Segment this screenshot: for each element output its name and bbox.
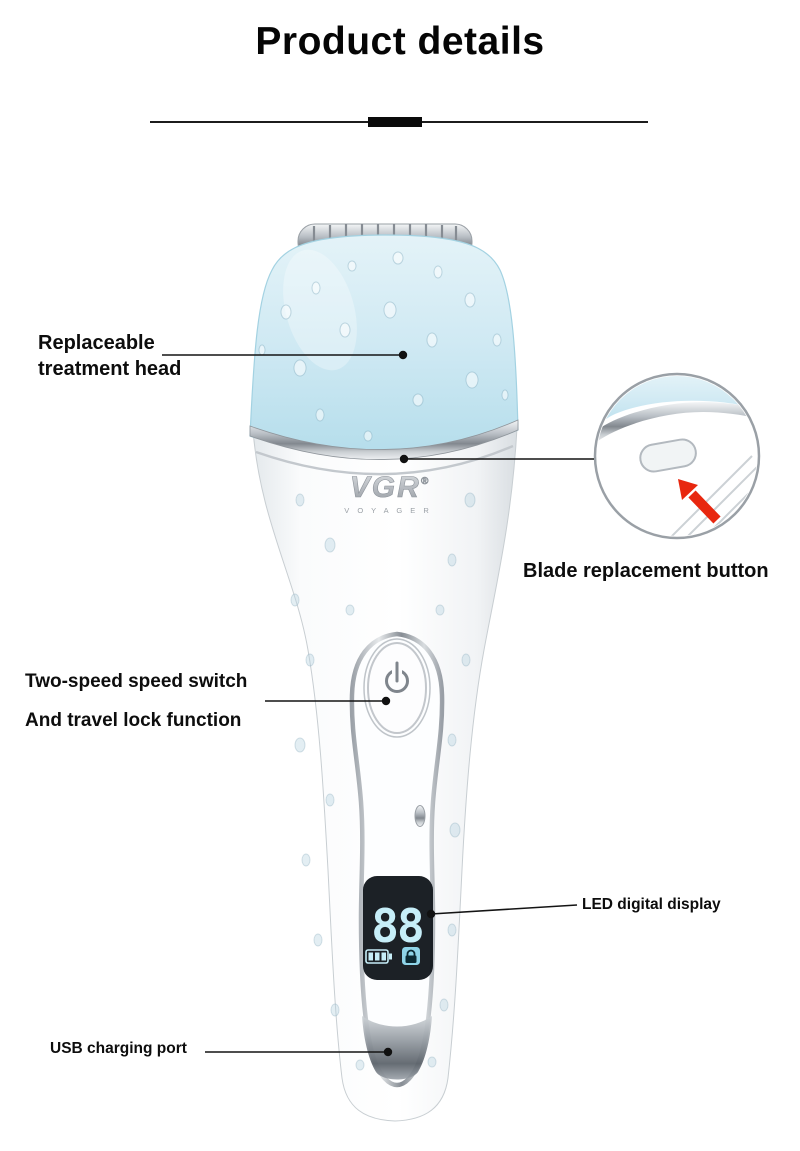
led-display: 88 xyxy=(363,876,433,980)
callout-lines xyxy=(162,354,594,1053)
callout-dot-usb-port xyxy=(383,1047,393,1057)
divider-accent xyxy=(368,117,422,127)
lock-icon xyxy=(402,947,420,965)
callout-dot-led-display xyxy=(426,909,436,919)
led-digits: 88 xyxy=(371,899,422,953)
callout-dot-treatment-head xyxy=(398,350,408,360)
divider xyxy=(150,117,648,127)
power-icon xyxy=(385,661,409,693)
svg-text:V O Y A G E R: V O Y A G E R xyxy=(344,506,432,515)
chrome-band xyxy=(249,419,519,476)
inset-blade-release-button[interactable] xyxy=(638,437,698,473)
brand-logo: VGR® V O Y A G E R xyxy=(344,471,432,515)
callout-treatment-head-line1: Replaceable xyxy=(38,332,155,354)
callout-led-display: LED digital display xyxy=(582,896,721,913)
callout-dot-blade-button xyxy=(399,454,409,464)
callout-usb-port: USB charging port xyxy=(50,1040,187,1057)
callout-line-led-display xyxy=(430,904,578,915)
red-arrow-icon xyxy=(678,479,721,524)
inset-head xyxy=(597,376,757,432)
callout-speed-switch-line2: And travel lock function xyxy=(25,710,242,731)
callout-dot-speed-switch xyxy=(381,696,391,706)
callout-dots xyxy=(381,350,436,1057)
inset-magnifier xyxy=(593,372,761,540)
water-droplets xyxy=(258,251,509,1071)
callout-treatment-head-line2: treatment head xyxy=(38,358,182,380)
power-button[interactable] xyxy=(363,638,431,738)
callout-blade-button: Blade replacement button xyxy=(523,560,769,582)
battery-icon xyxy=(365,949,392,964)
device-bottom-tip xyxy=(362,1016,432,1080)
page-title: Product details xyxy=(255,20,545,63)
callout-speed-switch-line1: Two-speed speed switch xyxy=(25,671,248,692)
callout-treatment-head: Replaceable treatment head xyxy=(38,330,181,382)
device: VGR® V O Y A G E R xyxy=(249,223,519,1122)
svg-text:VGR®: VGR® xyxy=(350,471,430,504)
indicator-light xyxy=(414,805,426,827)
inset-chrome-band xyxy=(597,402,757,443)
